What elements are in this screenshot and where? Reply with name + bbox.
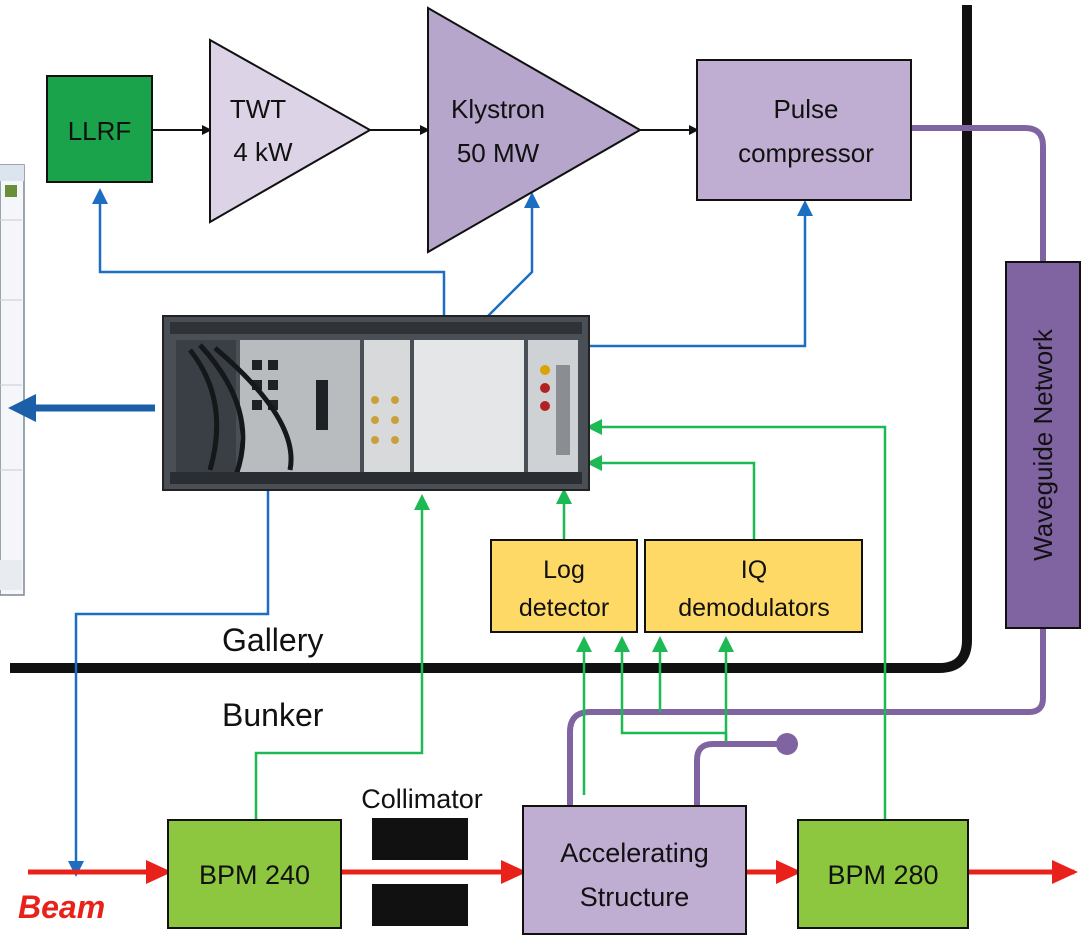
bpm-240-block: BPM 240 (167, 819, 342, 929)
twt-power-label: 4 kW (233, 137, 293, 167)
waveguide-network-label: Waveguide Network (1028, 328, 1058, 561)
waveguide-path (567, 125, 1046, 809)
waveguide-network-block: Waveguide Network (1005, 261, 1081, 629)
twt-label: TWT (230, 94, 286, 124)
klystron-amplifier: Klystron 50 MW (427, 6, 643, 254)
iq-demodulators-label-1: IQ (741, 556, 767, 584)
accelerating-structure-label-1: Accelerating (560, 838, 709, 868)
bpm-280-label: BPM 280 (827, 860, 938, 890)
gallery-bunker-wall (10, 5, 972, 673)
llrf-label: LLRF (68, 116, 132, 146)
pc-link-arrow (8, 394, 155, 422)
iq-demodulators-label-2: demodulators (678, 594, 829, 622)
software-window-thumbnail (0, 164, 25, 596)
bpm-240-label: BPM 240 (199, 860, 310, 890)
signal-lines (254, 419, 887, 820)
control-lines (68, 188, 813, 877)
accelerating-structure-label-2: Structure (580, 882, 690, 912)
pulse-compressor-label-1: Pulse (773, 94, 838, 124)
log-detector-block: Log detector (490, 539, 638, 633)
collimator-label: Collimator (361, 784, 483, 814)
collimator (372, 818, 468, 926)
beam-label: Beam (18, 889, 105, 925)
pulse-compressor-block: Pulse compressor (696, 59, 912, 201)
log-detector-label-2: detector (519, 594, 609, 622)
gallery-label: Gallery (222, 622, 323, 658)
klystron-power-label: 50 MW (457, 138, 540, 168)
twt-amplifier: TWT 4 kW (209, 38, 373, 224)
log-detector-label-1: Log (543, 556, 585, 584)
pulse-compressor-label-2: compressor (738, 138, 874, 168)
bunker-label: Bunker (222, 697, 324, 733)
llrf-block: LLRF (46, 75, 153, 183)
klystron-label: Klystron (451, 94, 545, 124)
waveguide-load-icon (776, 733, 798, 755)
accelerating-structure-block: Accelerating Structure (522, 805, 747, 935)
iq-demodulators-block: IQ demodulators (644, 539, 863, 633)
bpm-280-block: BPM 280 (797, 819, 969, 929)
pxi-chassis-image (162, 315, 590, 491)
